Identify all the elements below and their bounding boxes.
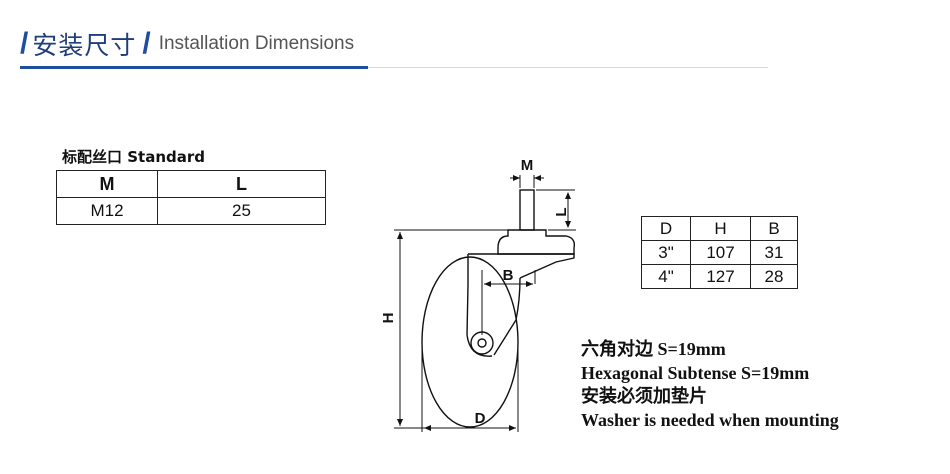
axle-hub xyxy=(470,331,494,355)
table-header-row: D H B xyxy=(641,216,798,241)
table-header-cell: H xyxy=(690,216,751,241)
dimension-arrowheads xyxy=(397,175,571,431)
table-cell: 4" xyxy=(641,264,691,289)
dimension-label-h: H xyxy=(380,313,397,324)
note-line: Hexagonal Subtense S=19mm xyxy=(581,362,810,383)
table-header-cell: D xyxy=(641,216,691,241)
dimension-label-d: D xyxy=(475,410,486,427)
table-cell: 107 xyxy=(690,240,751,265)
size-dimensions-table: D H B 3" 107 31 4" 127 28 xyxy=(641,216,798,289)
title-english: Installation Dimensions xyxy=(158,33,355,54)
dimension-label-m: M xyxy=(521,157,534,174)
standard-thread-table: M L M12 25 xyxy=(56,170,326,225)
caster-dimension-drawing: M L B H D xyxy=(380,157,576,432)
dimension-lines xyxy=(394,175,576,432)
table-header-cell: B xyxy=(750,216,798,241)
mounting-plate xyxy=(497,229,576,255)
table-row: 4" 127 28 xyxy=(641,264,798,289)
table-cell: 127 xyxy=(690,264,751,289)
axle xyxy=(477,338,487,348)
wheel xyxy=(421,256,519,428)
dimension-label-l: L xyxy=(553,207,570,216)
section-header: / 安装尺寸 / Installation Dimensions xyxy=(20,24,354,64)
table-cell: M12 xyxy=(56,197,158,225)
note-line: 六角对边 S=19mm xyxy=(581,339,726,359)
table-cell: 3" xyxy=(641,240,691,265)
table-cell: 25 xyxy=(157,197,326,225)
table-cell: 31 xyxy=(750,240,798,265)
threaded-stem xyxy=(519,189,535,231)
note-line: Washer is needed when mounting xyxy=(581,409,839,430)
header-divider xyxy=(20,67,768,68)
table-header-row: M L xyxy=(56,170,326,198)
title-slash: / xyxy=(20,27,29,60)
swivel-body xyxy=(468,253,575,279)
note-line: 安装必须加垫片 xyxy=(581,386,707,406)
table-row: M12 25 xyxy=(56,197,326,225)
title-chinese: 安装尺寸 xyxy=(32,31,137,60)
table-cell: 28 xyxy=(750,264,798,289)
table-row: 3" 107 31 xyxy=(641,240,798,265)
table-header-cell: L xyxy=(157,170,326,198)
title-slash-2: / xyxy=(142,27,151,60)
fork-leg-inner xyxy=(466,284,469,336)
mounting-notes: 六角对边 S=19mm Hexagonal Subtense S=19mm 安装… xyxy=(581,338,839,432)
caster-outline xyxy=(421,189,576,428)
standard-thread-label: 标配丝口 Standard xyxy=(62,148,205,166)
fork-leg-outer xyxy=(493,277,521,356)
header-accent-bar xyxy=(20,66,368,69)
table-header-cell: M xyxy=(56,170,158,198)
dimension-label-b: B xyxy=(503,267,514,284)
